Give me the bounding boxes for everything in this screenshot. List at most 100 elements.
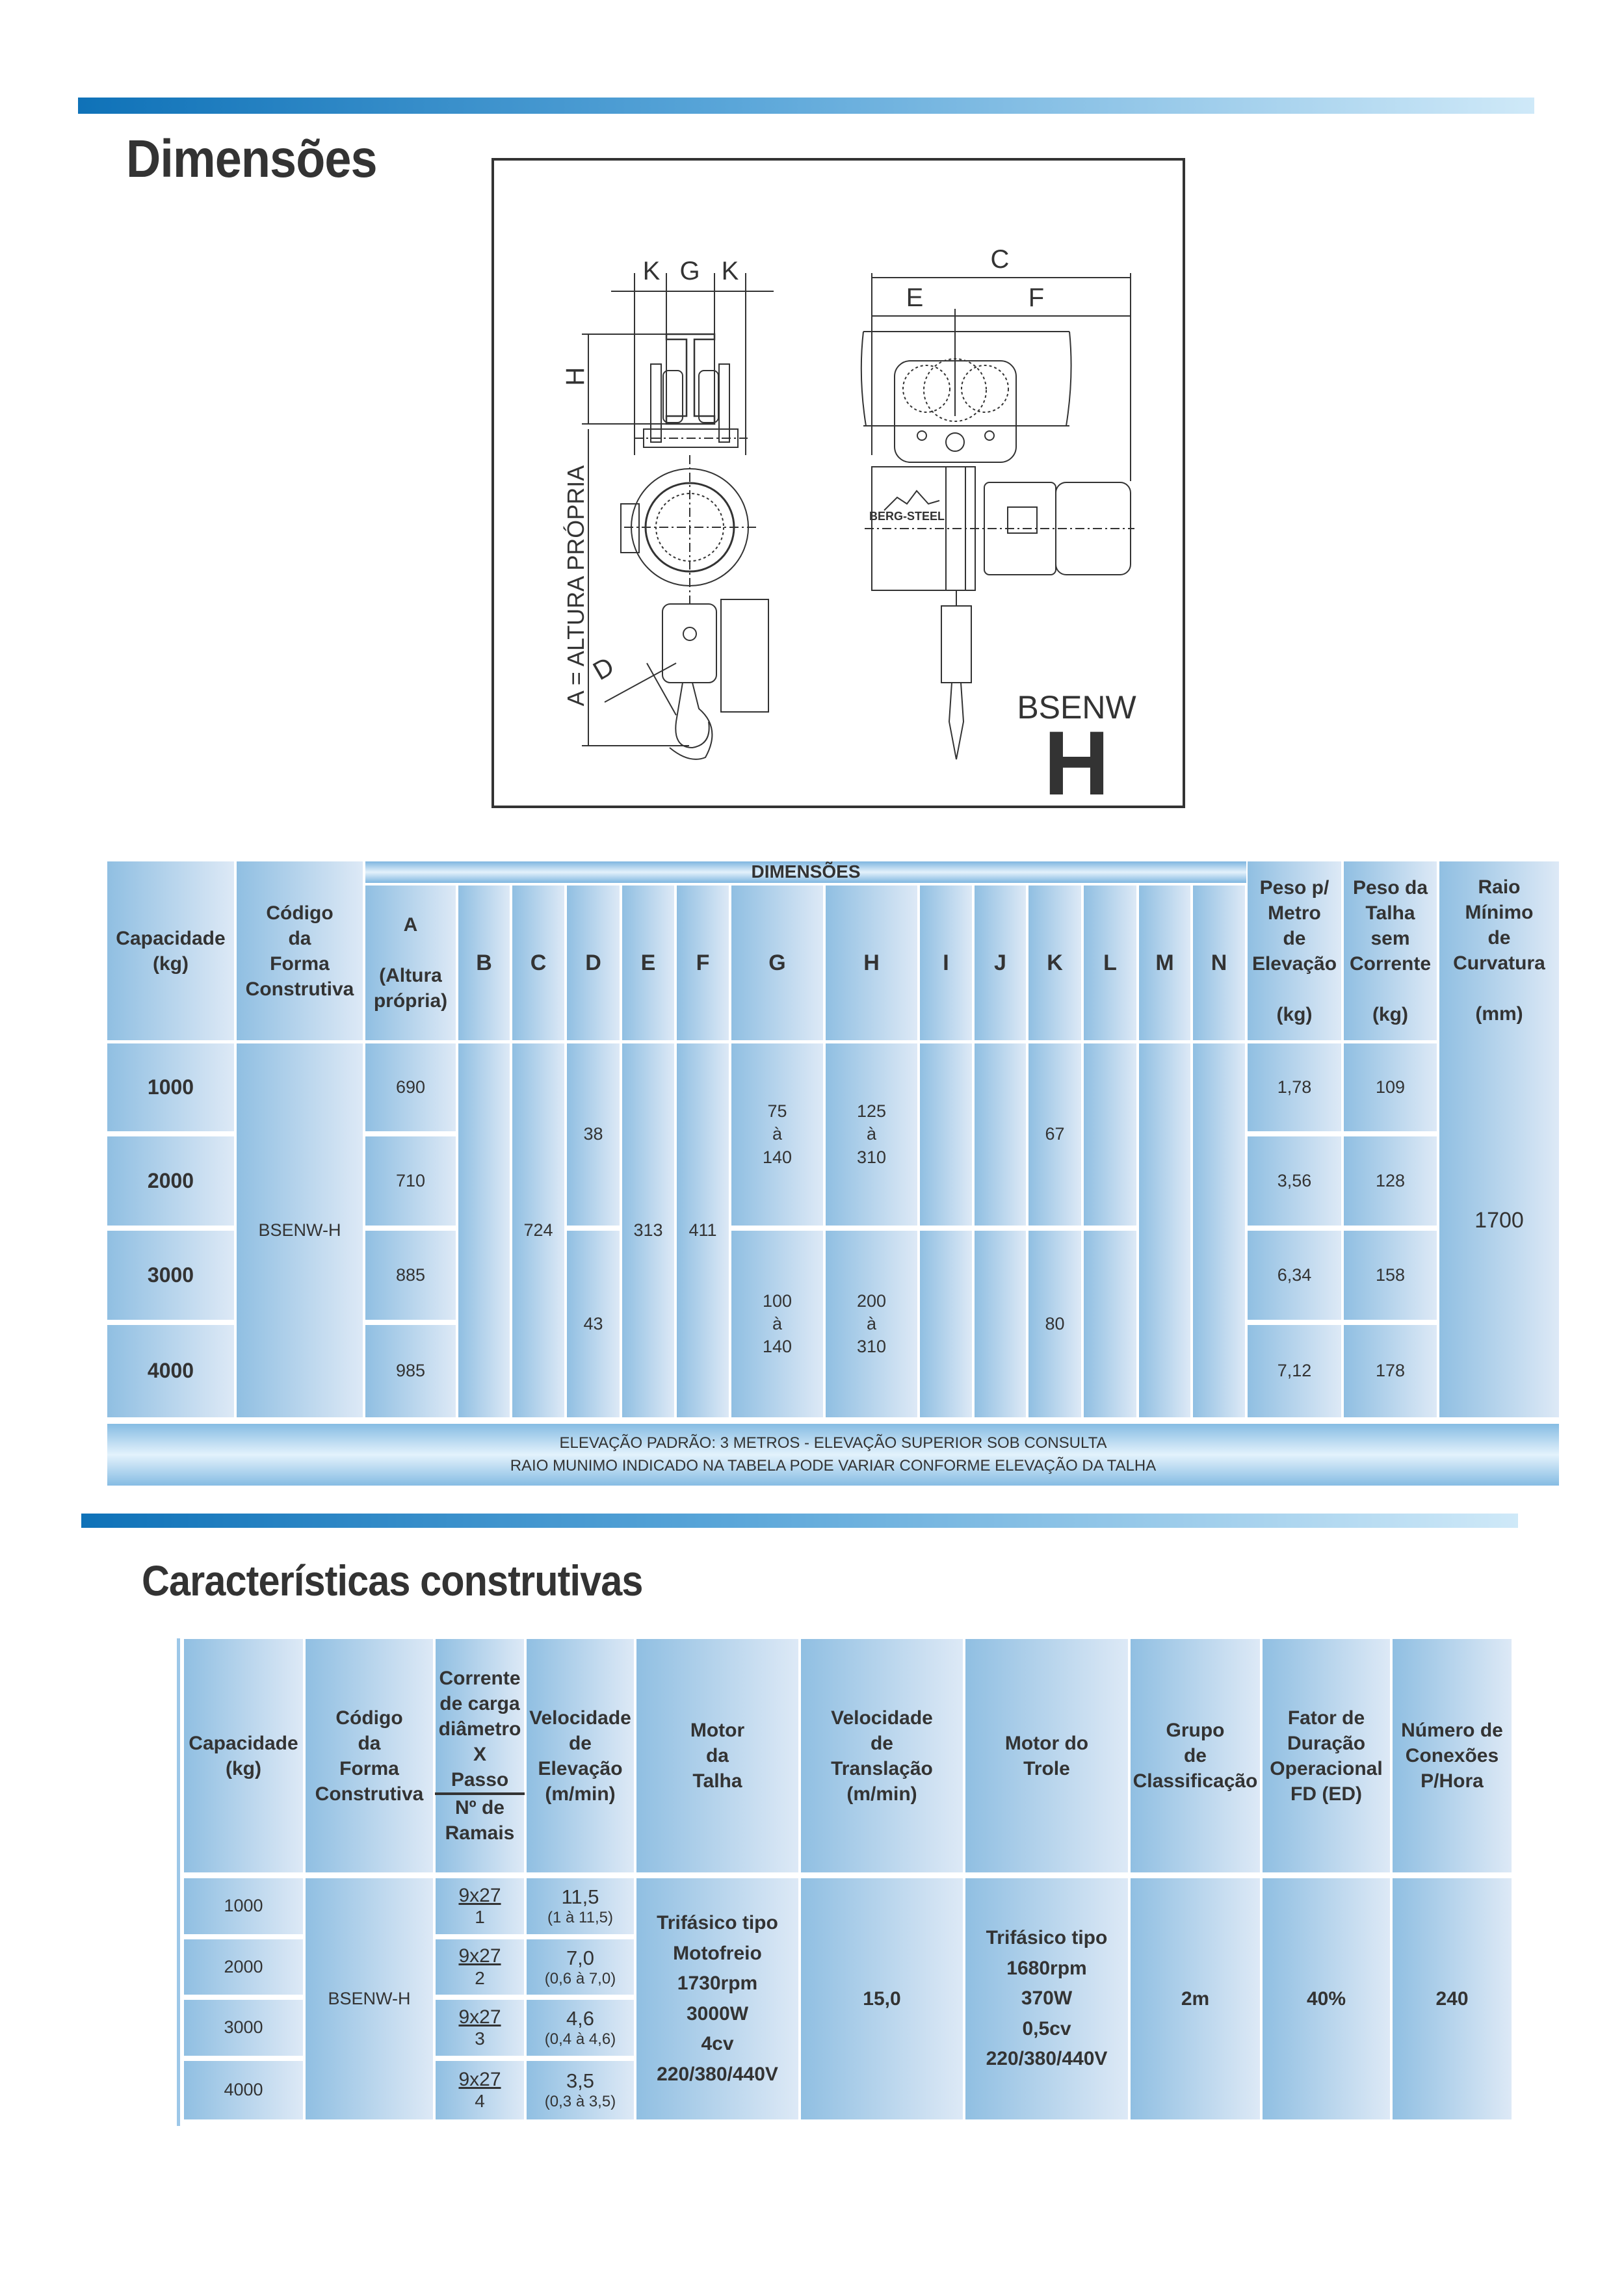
header-dim-g: G bbox=[731, 885, 823, 1040]
capacity-cell: 2000 bbox=[184, 1939, 303, 1995]
dim-i-cell bbox=[920, 1043, 972, 1226]
features-title: Características construtivas bbox=[142, 1556, 643, 1605]
dimensions-title: Dimensões bbox=[126, 129, 378, 189]
header-dim-j: J bbox=[975, 885, 1026, 1040]
lift-speed-value: 7,0 bbox=[566, 1946, 595, 1969]
header-min-radius: Raio Mínimo de Curvatura (mm) bbox=[1453, 876, 1545, 1025]
label-e: E bbox=[906, 283, 924, 312]
lift-speed-value: 11,5 bbox=[561, 1885, 599, 1908]
dim-h-cell: 200 à 310 bbox=[826, 1231, 917, 1417]
duty-factor-cell: 40% bbox=[1263, 1878, 1390, 2119]
label-d: D bbox=[588, 651, 619, 686]
dim-f-cell: 411 bbox=[677, 1043, 729, 1417]
lift-speed-cell: 4,6(0,4 à 4,6) bbox=[527, 2000, 634, 2056]
chain-falls: 3 bbox=[475, 2028, 485, 2049]
label-h: H bbox=[561, 367, 590, 386]
hoist-weight-cell: 128 bbox=[1344, 1136, 1437, 1226]
header-capacity: Capacidade (kg) bbox=[184, 1639, 303, 1872]
travel-speed-cell: 15,0 bbox=[801, 1878, 963, 2119]
chain-size: 9x27 bbox=[458, 2068, 501, 2090]
model-name: BSENW bbox=[1017, 689, 1136, 726]
lift-speed-range: (1 à 11,5) bbox=[547, 1909, 613, 1927]
middle-decorative-bar bbox=[81, 1514, 1518, 1528]
lift-speed-cell: 11,5(1 à 11,5) bbox=[527, 1878, 634, 1934]
top-decorative-bar bbox=[78, 98, 1534, 114]
dim-l-cell bbox=[1084, 1043, 1136, 1226]
connections-cell: 240 bbox=[1393, 1878, 1512, 2119]
brand-logo: BERG-STEEL bbox=[869, 510, 945, 523]
capacity-cell: 4000 bbox=[184, 2061, 303, 2119]
dim-j-cell bbox=[975, 1231, 1026, 1417]
weight-per-meter-cell: 7,12 bbox=[1248, 1325, 1341, 1417]
capacity-cell: 3000 bbox=[184, 2000, 303, 2056]
dim-d-cell: 38 bbox=[567, 1043, 620, 1226]
dim-d-cell: 43 bbox=[567, 1231, 620, 1417]
hoist-weight-cell: 109 bbox=[1344, 1043, 1437, 1131]
trolley-motor-cell: Trifásico tipo 1680rpm 370W 0,5cv 220/38… bbox=[965, 1878, 1128, 2119]
header-duty-factor: Fator de Duração Operacional FD (ED) bbox=[1263, 1639, 1390, 1872]
dim-h-cell: 125 à 310 bbox=[826, 1043, 917, 1226]
header-weight-per-meter: Peso p/ Metro de Elevação (kg) bbox=[1248, 861, 1341, 1040]
header-dim-m: M bbox=[1139, 885, 1190, 1040]
chain-falls: 2 bbox=[475, 1967, 485, 1988]
capacity-cell: 1000 bbox=[107, 1043, 234, 1131]
capacity-cell: 4000 bbox=[107, 1325, 234, 1417]
dim-c-cell: 724 bbox=[512, 1043, 564, 1417]
dim-g-cell: 75 à 140 bbox=[731, 1043, 823, 1226]
dim-j-cell bbox=[975, 1043, 1026, 1226]
weight-per-meter-cell: 1,78 bbox=[1248, 1043, 1341, 1131]
dim-g-cell: 100 à 140 bbox=[731, 1231, 823, 1417]
header-dim-k: K bbox=[1028, 885, 1081, 1040]
hoist-diagram: K G K H A = ALTURA PRÓPRIA D BERG-STEEL … bbox=[491, 158, 1185, 808]
label-a-height: A = ALTURA PRÓPRIA bbox=[562, 466, 589, 706]
code-cell: BSENW-H bbox=[237, 1043, 363, 1417]
header-class-group: Grupo de Classificação bbox=[1131, 1639, 1260, 1872]
header-dim-e: E bbox=[622, 885, 674, 1040]
label-f: F bbox=[1028, 283, 1044, 312]
dim-k-cell: 80 bbox=[1028, 1231, 1081, 1417]
header-chain-bottom: Nº de Ramais bbox=[445, 1797, 515, 1844]
header-dim-d: D bbox=[567, 885, 620, 1040]
capacity-cell: 1000 bbox=[184, 1878, 303, 1934]
weight-per-meter-cell: 6,34 bbox=[1248, 1231, 1341, 1320]
dim-i-cell bbox=[920, 1231, 972, 1417]
capacity-cell: 3000 bbox=[107, 1231, 234, 1320]
chain-size: 9x27 bbox=[458, 2006, 501, 2028]
hoist-weight-cell: 178 bbox=[1344, 1325, 1437, 1417]
capacity-cell: 2000 bbox=[107, 1136, 234, 1226]
min-radius-value: 1700 bbox=[1474, 1208, 1524, 1233]
header-lift-speed: Velocidade de Elevação (m/min) bbox=[527, 1639, 634, 1872]
header-dim-b: B bbox=[458, 885, 510, 1040]
header-hoist-motor: Motor da Talha bbox=[636, 1639, 798, 1872]
header-connections: Número de Conexões P/Hora bbox=[1393, 1639, 1512, 1872]
chain-size: 9x27 bbox=[458, 1945, 501, 1967]
lift-speed-cell: 7,0(0,6 à 7,0) bbox=[527, 1939, 634, 1995]
dim-k-cell: 67 bbox=[1028, 1043, 1081, 1226]
dim-b-cell bbox=[458, 1043, 510, 1417]
label-g: G bbox=[679, 257, 700, 285]
chain-size: 9x27 bbox=[458, 1884, 501, 1906]
header-dim-a: A (Altura própria) bbox=[365, 885, 456, 1040]
dim-a-cell: 885 bbox=[365, 1231, 456, 1320]
header-dim-c: C bbox=[512, 885, 564, 1040]
header-hoist-weight: Peso da Talha sem Corrente (kg) bbox=[1344, 861, 1437, 1040]
chain-falls: 4 bbox=[475, 2091, 485, 2112]
weight-per-meter-cell: 3,56 bbox=[1248, 1136, 1341, 1226]
dim-n-cell bbox=[1193, 1043, 1245, 1417]
lift-speed-cell: 3,5(0,3 à 3,5) bbox=[527, 2061, 634, 2119]
lift-speed-value: 3,5 bbox=[566, 2069, 595, 2092]
lift-speed-range: (0,6 à 7,0) bbox=[544, 1969, 616, 1987]
dim-l-cell bbox=[1084, 1231, 1136, 1417]
header-travel-speed: Velocidade de Translação (m/min) bbox=[801, 1639, 963, 1872]
chain-falls: 1 bbox=[475, 1907, 485, 1928]
header-dim-h: H bbox=[826, 885, 917, 1040]
header-chain-top: Corrente de carga diâmetro X Passo bbox=[434, 1666, 525, 1795]
header-dim-i: I bbox=[920, 885, 972, 1040]
front-view bbox=[860, 273, 1134, 760]
dim-m-cell bbox=[1139, 1043, 1190, 1417]
code-cell: BSENW-H bbox=[306, 1878, 433, 2119]
header-dim-f: F bbox=[677, 885, 729, 1040]
